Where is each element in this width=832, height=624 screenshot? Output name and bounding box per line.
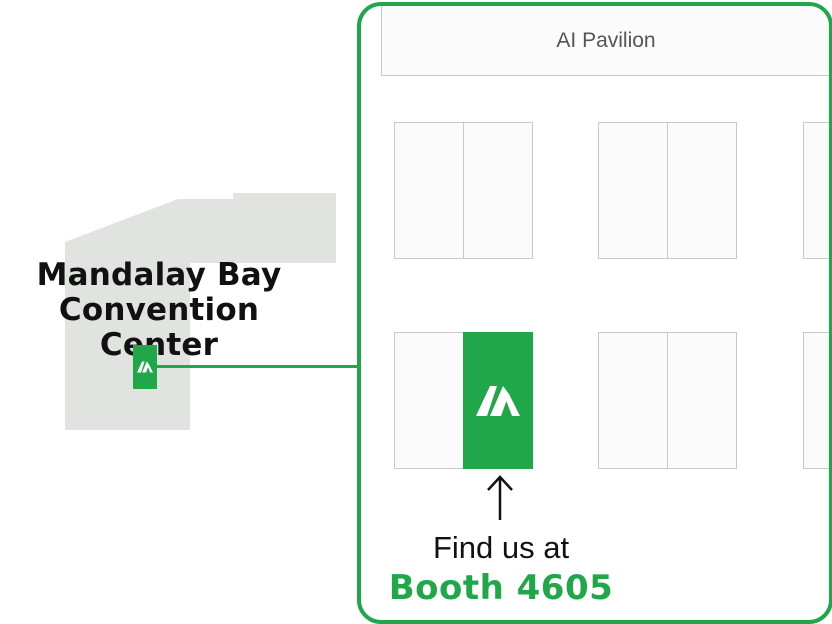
venue-name-line1: Mandalay Bay [36,257,282,293]
booth [598,122,668,259]
arrow-up-icon [487,475,513,520]
venue-name: Mandalay Bay Convention Center [0,258,318,363]
booth [598,332,668,469]
booth [803,122,829,259]
venue-name-line2: Convention Center [58,292,260,363]
convention-center-building [65,193,336,430]
brand-logo-icon [476,385,520,416]
brand-logo-icon [137,361,153,373]
booth [463,122,533,259]
pavilion-label: AI Pavilion [556,28,656,52]
booth [667,122,737,259]
booth-zoom-panel: AI Pavilion Find us at Booth 4605 [357,2,832,624]
location-marker [133,345,157,389]
pavilion-banner: AI Pavilion [381,6,829,76]
booth [803,332,829,469]
highlighted-booth [463,332,533,469]
booth [394,122,464,259]
booth-number-text: Booth 4605 [388,568,614,608]
find-us-text: Find us at [432,530,570,565]
connector-line [157,365,359,368]
booth [394,332,464,469]
booth [667,332,737,469]
